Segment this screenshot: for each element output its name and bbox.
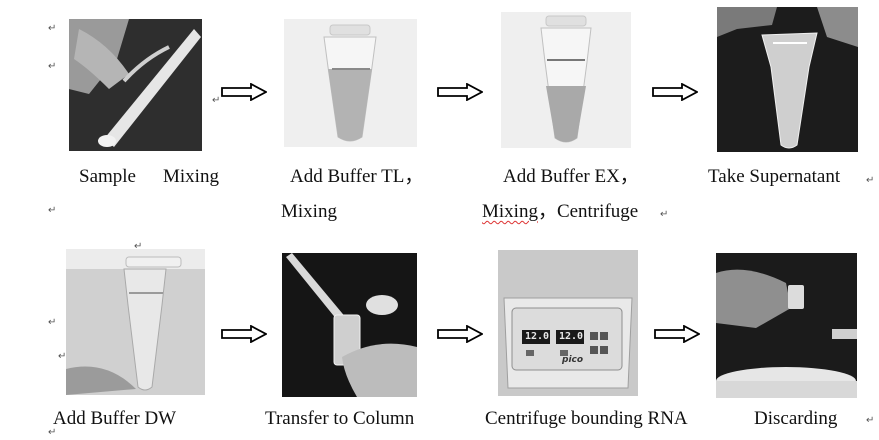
arrow-step1-to-2 [221,83,267,101]
paragraph-mark: ↵ [48,61,57,72]
paragraph-mark: ↵ [48,427,57,438]
arrow-step3-to-4 [652,83,698,101]
caption-centrifuge-bounding-rna: Centrifuge bounding RNA [485,408,688,429]
paragraph-mark: ↵ [866,175,875,186]
caption-add-buffer-tl-mixing: Mixing [281,201,337,222]
caption-mixing: Mixing [163,166,219,187]
arrow-step2-to-3 [437,83,483,101]
paragraph-mark: ↵ [212,95,221,106]
caption-add-buffer-tl: Add Buffer TL， [290,166,424,187]
paragraph-mark: ↵ [58,351,67,362]
caption-add-buffer-dw: Add Buffer DW [53,408,177,429]
paragraph-mark: ↵ [48,317,57,328]
caption-mixing-centrifuge: Mixing，Centrifuge [482,201,638,223]
caption-sample: Sample [79,166,136,187]
caption-mixing-word: Mixing [482,201,538,222]
photo-transfer-to-column [282,253,417,397]
photo-take-supernatant [717,7,858,152]
arrow-step6-to-7 [437,325,483,343]
caption-centrifuge-word: ，Centrifuge [537,201,639,222]
caption-transfer-to-column: Transfer to Column [265,408,415,429]
paragraph-mark: ↵ [48,23,57,34]
photo-add-buffer-tl [284,19,417,147]
paragraph-mark: ↵ [134,241,143,252]
paragraph-mark: ↵ [48,205,57,216]
centrifuge-display-2: 12.0 [559,331,584,342]
photo-sample-mixing [69,19,202,151]
paragraph-mark: ↵ [660,209,669,220]
photo-discarding [716,253,857,398]
caption-add-buffer-ex: Add Buffer EX， [503,166,639,187]
arrow-step5-to-6 [221,325,267,343]
photo-centrifuge-device: 12.0 12.0 pico [498,250,638,396]
arrow-step7-to-8 [654,325,700,343]
caption-take-supernatant: Take Supernatant [708,166,841,187]
centrifuge-display-1: 12.0 [525,331,550,342]
photo-add-buffer-dw [66,249,205,395]
centrifuge-brand-label: pico [562,355,584,365]
paragraph-mark: ↵ [866,415,875,426]
caption-discarding: Discarding [754,408,838,429]
photo-add-buffer-ex [501,12,631,148]
